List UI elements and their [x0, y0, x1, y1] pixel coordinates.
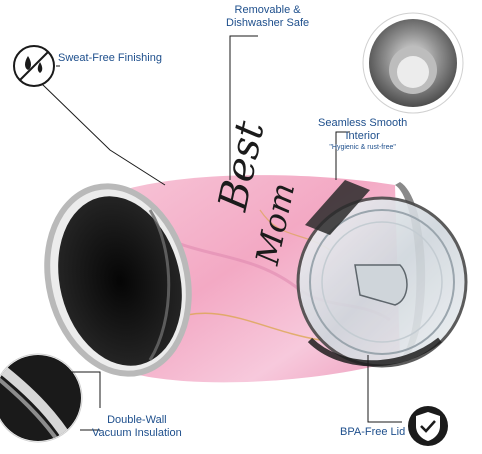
callout-seamless-line2: Interior: [345, 130, 380, 142]
callout-double-wall-line2: Vacuum Insulation: [92, 427, 182, 439]
lid-gasket: [307, 337, 442, 367]
callout-seamless: Seamless Smooth Interior "Hygienic & rus…: [318, 117, 407, 152]
callout-sweat-free: Sweat-Free Finishing: [58, 52, 162, 64]
no-drops-icon: [13, 45, 55, 87]
inner-cavity: [58, 196, 182, 366]
interior-inset: [362, 12, 464, 114]
callout-double-wall-line1: Double-Wall: [107, 414, 167, 426]
clear-lid: [296, 180, 468, 368]
callout-seamless-note: "Hygienic & rust-free": [329, 144, 396, 151]
leader-lines: [41, 35, 402, 431]
lid-inner-ring-2: [321, 221, 443, 343]
leader-bpa: [367, 355, 402, 423]
callout-removable-line1: Removable &: [234, 4, 301, 16]
leader-seamless: [335, 131, 350, 180]
callout-removable-line2: Dishwasher Safe: [226, 17, 310, 29]
double-wall-inset: [0, 353, 83, 443]
callout-bpa-free: BPA-Free Lid: [340, 426, 406, 438]
callout-removable: Removable & Dishwasher Safe: [226, 4, 309, 30]
inner-wall-shine: [148, 209, 171, 361]
leader-double-wall-connector: [60, 371, 101, 408]
shield-check-icon: [408, 406, 448, 446]
lid-slider: [305, 180, 370, 235]
lid-sip-opening: [354, 264, 408, 306]
callout-double-wall: Double-Wall Vacuum Insulation: [92, 414, 182, 440]
tumbler-opening: [44, 183, 192, 377]
leader-sweat-to-body: [41, 83, 166, 186]
callout-seamless-line1: Seamless Smooth: [318, 117, 408, 129]
leader-removable: [229, 35, 258, 180]
lid-inner-ring: [309, 209, 455, 355]
